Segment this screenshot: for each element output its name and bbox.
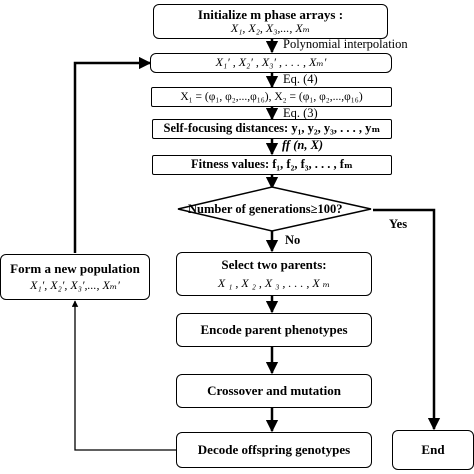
encode-box: Encode parent phenotypes [176,313,372,347]
interpolated-arrays: X₁′ , X₂′ , X₃′ , . . . , Xₘ′ [215,55,327,70]
phase-split-box: X₁ = (φ₁, φ₂,...,φ₁₆), X₂ = (φ₁, φ₂,...,… [151,87,392,107]
no-label: No [285,233,301,247]
decode-box: Decode offspring genotypes [176,432,372,468]
self-focusing-text: Self-focusing distances: y₁, y₂, y₃, . .… [163,121,381,136]
end-box: End [392,430,474,470]
phase-split-formula: X₁ = (φ₁, φ₂,...,φ₁₆), X₂ = (φ₁, φ₂,...,… [180,90,363,103]
new-population-arrays: X₁′, X₂′, X₃′,..., Xₘ′ [30,278,120,293]
crossover-text: Crossover and mutation [207,382,341,398]
end-text: End [421,441,445,457]
yes-label: Yes [389,217,408,231]
decode-text: Decode offspring genotypes [197,441,351,457]
initialize-box: Initialize m phase arrays : X₁, X₂, X₃,.… [153,4,388,39]
fitness-text: Fitness values: f₁, f₂, f₃, . . . , fₘ [191,157,353,172]
new-population-box: Form a new population X₁′, X₂′, X₃′,...,… [0,254,150,300]
fitness-box: Fitness values: f₁, f₂, f₃, . . . , fₘ [152,155,392,175]
self-focusing-box: Self-focusing distances: y₁, y₂, y₃, . .… [152,119,392,139]
initialize-arrays: X₁, X₂, X₃,..., Xₘ [230,21,311,36]
interpolated-arrays-box: X₁′ , X₂′ , X₃′ , . . . , Xₘ′ [150,53,392,73]
arrow-decode-to-new-population [71,300,177,451]
decision-question: Number of generations≥100? [188,202,343,216]
decision-diamond [177,186,372,232]
select-parents-box: Select two parents: X ₁ , X ₂ , X ₃ , . … [176,252,372,296]
initialize-title: Initialize m phase arrays : [197,6,344,22]
arrow-new-population-to-interp [73,56,152,253]
polynomial-interpolation-label: Polynomial interpolation [283,37,408,51]
select-parents-list: X ₁ , X ₂ , X ₃ , . . . , X ₘ [217,275,331,290]
ff-function-label: ff (n, X) [282,138,324,152]
crossover-box: Crossover and mutation [176,374,372,408]
new-population-title: Form a new population [10,260,140,276]
eq4-label: Eq. (4) [283,72,318,86]
select-parents-title: Select two parents: [221,257,327,273]
arrow-decision-yes-to-end [373,208,441,431]
encode-text: Encode parent phenotypes [200,321,348,337]
eq3-label: Eq. (3) [283,106,318,120]
